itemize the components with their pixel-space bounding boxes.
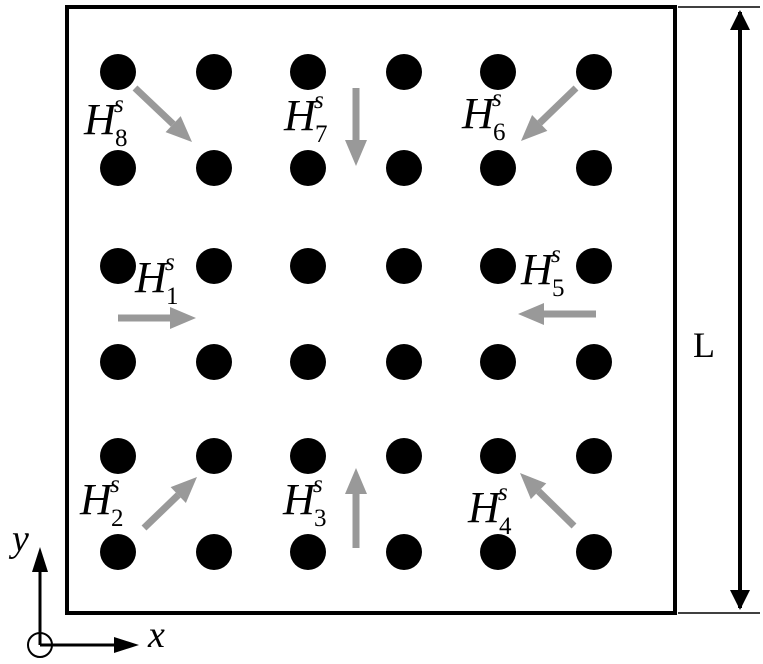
dot-grid xyxy=(100,54,612,570)
field-arrow-shaft-h2 xyxy=(141,492,181,531)
field-label-symbol: H xyxy=(84,95,116,144)
field-label-symbol: H xyxy=(284,91,316,140)
dot xyxy=(290,534,326,570)
dot xyxy=(576,248,612,284)
dot xyxy=(386,54,422,90)
coordinate-axes xyxy=(27,547,139,658)
field-label-symbol: H xyxy=(468,483,500,532)
dot xyxy=(196,150,232,186)
field-label-superscript: s xyxy=(110,471,120,498)
field-label-subscript: 1 xyxy=(166,283,179,310)
field-label-subscript: 2 xyxy=(111,505,124,532)
field-label-superscript: s xyxy=(551,241,561,268)
field-label-symbol: H xyxy=(521,245,553,294)
field-arrow-head-h5 xyxy=(518,303,544,325)
field-label-subscript: 7 xyxy=(315,121,328,148)
dot xyxy=(480,248,516,284)
dot xyxy=(386,150,422,186)
field-label-symbol: H xyxy=(135,253,167,302)
dot xyxy=(386,438,422,474)
field-label-superscript: s xyxy=(314,87,324,114)
dot xyxy=(290,54,326,90)
dot xyxy=(196,344,232,380)
field-label-subscript: 8 xyxy=(115,125,128,152)
dot xyxy=(480,150,516,186)
dot xyxy=(576,534,612,570)
dot xyxy=(290,344,326,380)
field-label-superscript: s xyxy=(492,85,502,112)
dot xyxy=(386,344,422,380)
field-arrow-head-h7 xyxy=(345,140,367,166)
field-arrow-head-h4 xyxy=(520,473,547,500)
dot xyxy=(100,54,136,90)
x-axis-label: x xyxy=(148,614,165,656)
field-label-symbol: H xyxy=(462,89,494,138)
dot xyxy=(100,438,136,474)
field-label-subscript: 4 xyxy=(499,513,512,540)
dot xyxy=(196,54,232,90)
field-arrow-shaft-h6 xyxy=(537,85,579,126)
dot xyxy=(290,248,326,284)
dot xyxy=(576,150,612,186)
y-axis-head xyxy=(32,547,48,572)
x-axis-head xyxy=(114,637,139,653)
field-arrow-head-h8 xyxy=(165,116,192,142)
field-label-superscript: s xyxy=(498,479,508,506)
dot xyxy=(196,248,232,284)
dot xyxy=(100,344,136,380)
dot xyxy=(386,534,422,570)
field-label-subscript: 5 xyxy=(552,275,565,302)
dot xyxy=(290,150,326,186)
dot xyxy=(196,438,232,474)
field-arrow-head-h2 xyxy=(170,477,197,503)
dot xyxy=(100,534,136,570)
field-label-superscript: s xyxy=(114,91,124,118)
dot xyxy=(100,248,136,284)
dot xyxy=(290,438,326,474)
field-arrows xyxy=(118,85,596,548)
field-arrow-shaft-h8 xyxy=(132,85,176,127)
dot xyxy=(576,438,612,474)
field-label-subscript: 3 xyxy=(314,505,327,532)
field-arrow-head-h1 xyxy=(170,307,196,329)
dot xyxy=(480,438,516,474)
y-axis-label: y xyxy=(12,518,29,560)
field-arrow-head-h6 xyxy=(521,115,548,141)
field-label-superscript: s xyxy=(165,249,175,276)
field-label-subscript: 6 xyxy=(493,119,506,146)
domain-boundary xyxy=(65,5,677,615)
dot xyxy=(480,534,516,570)
dot xyxy=(576,54,612,90)
field-arrow-head-h3 xyxy=(345,468,367,494)
field-label-superscript: s xyxy=(313,471,323,498)
dot xyxy=(196,534,232,570)
field-arrow-shaft-h4 xyxy=(536,488,577,529)
field-label-symbol: H xyxy=(283,475,315,524)
dot xyxy=(480,344,516,380)
dot xyxy=(576,344,612,380)
dot xyxy=(480,54,516,90)
dot xyxy=(386,248,422,284)
dimension-label: L xyxy=(693,325,715,365)
dot xyxy=(100,150,136,186)
field-label-symbol: H xyxy=(80,475,112,524)
